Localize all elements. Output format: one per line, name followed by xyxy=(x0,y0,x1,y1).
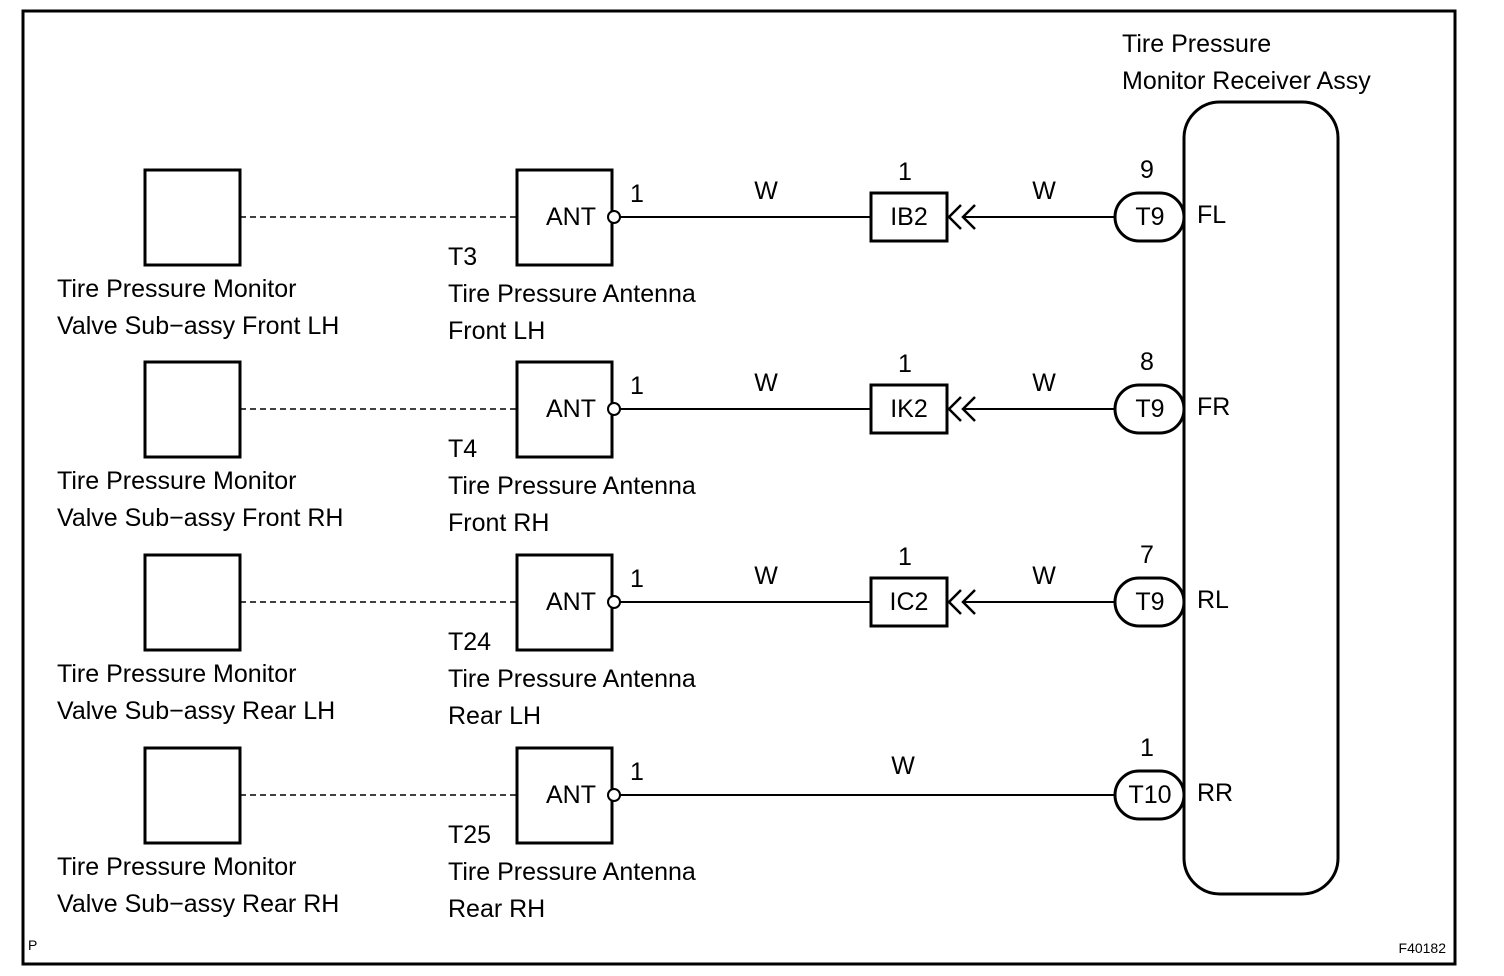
figure-code: F40182 xyxy=(1399,940,1447,956)
antenna-pin-number: 1 xyxy=(630,372,644,400)
valve-box xyxy=(143,360,242,459)
antenna-ant-label: ANT xyxy=(546,781,596,809)
antenna-name-line2: Front LH xyxy=(448,317,546,345)
antenna-ant-label: ANT xyxy=(546,395,596,423)
inline-connector-pin: 1 xyxy=(898,158,912,186)
valve-box xyxy=(143,746,242,845)
antenna-code: T25 xyxy=(448,821,492,849)
receiver-connector xyxy=(1113,576,1186,628)
receiver-pin-number: 7 xyxy=(1140,541,1154,569)
receiver-connector xyxy=(1113,769,1186,821)
valve-name-line1: Tire Pressure Monitor xyxy=(57,467,297,495)
antenna-name-line1: Tire Pressure Antenna xyxy=(448,665,696,693)
antenna-name-line1: Tire Pressure Antenna xyxy=(448,858,696,886)
receiver-title-line1: Tire Pressure xyxy=(1122,30,1272,58)
antenna-code: T4 xyxy=(448,435,478,463)
inline-connector-pin: 1 xyxy=(898,350,912,378)
valve-name-line2: Valve Sub−assy Front RH xyxy=(57,504,344,532)
connector-chevron xyxy=(947,204,962,230)
receiver-connector-code: T9 xyxy=(1135,203,1164,231)
wire-color-label: W xyxy=(1032,562,1056,590)
valve-name-line1: Tire Pressure Monitor xyxy=(57,660,297,688)
valve-name-line1: Tire Pressure Monitor xyxy=(57,275,297,303)
receiver-pin-number: 8 xyxy=(1140,348,1154,376)
connector-chevron xyxy=(947,396,962,422)
antenna-code: T3 xyxy=(448,243,478,271)
wire-color-label: W xyxy=(754,562,778,590)
receiver-pin-number: 1 xyxy=(1140,734,1154,762)
receiver-box xyxy=(1182,100,1340,896)
inline-connector-box xyxy=(869,383,949,435)
antenna-pin-number: 1 xyxy=(630,758,644,786)
antenna-pin-number: 1 xyxy=(630,180,644,208)
wire-color-label: W xyxy=(1032,369,1056,397)
wire-color-label: W xyxy=(754,177,778,205)
antenna-pin-terminal xyxy=(607,595,621,609)
antenna-name-line2: Rear LH xyxy=(448,702,542,730)
receiver-pin-number: 9 xyxy=(1140,156,1154,184)
connector-chevron xyxy=(947,589,962,615)
valve-name-line2: Valve Sub−assy Rear RH xyxy=(57,890,340,918)
receiver-terminal-name: RR xyxy=(1197,779,1233,807)
antenna-pin-number: 1 xyxy=(630,565,644,593)
inline-connector-code: IC2 xyxy=(890,588,929,616)
inline-connector-code: IB2 xyxy=(890,203,928,231)
receiver-connector-code: T10 xyxy=(1128,781,1171,809)
antenna-pin-terminal xyxy=(607,788,621,802)
antenna-ant-label: ANT xyxy=(546,588,596,616)
valve-box xyxy=(143,168,242,267)
valve-box xyxy=(143,553,242,652)
receiver-terminal-name: FL xyxy=(1197,201,1226,229)
receiver-terminal-name: RL xyxy=(1197,586,1229,614)
wire-color-label: W xyxy=(1032,177,1056,205)
receiver-title: Tire Pressure Monitor Receiver Assy xyxy=(1122,26,1371,100)
antenna-name-line1: Tire Pressure Antenna xyxy=(448,472,696,500)
wire-color-label: W xyxy=(891,752,915,780)
antenna-name-line2: Front RH xyxy=(448,509,550,537)
receiver-connector xyxy=(1113,383,1186,435)
antenna-ant-label: ANT xyxy=(546,203,596,231)
diagram-frame xyxy=(21,9,1457,966)
valve-name-line1: Tire Pressure Monitor xyxy=(57,853,297,881)
corner-label: P xyxy=(28,937,37,953)
receiver-title-line2: Monitor Receiver Assy xyxy=(1122,67,1371,95)
inline-connector-box xyxy=(869,576,949,628)
receiver-terminal-name: FR xyxy=(1197,393,1230,421)
inline-connector-box xyxy=(869,191,949,243)
antenna-name-line2: Rear RH xyxy=(448,895,546,923)
receiver-connector xyxy=(1113,191,1186,243)
antenna-name-line1: Tire Pressure Antenna xyxy=(448,280,696,308)
antenna-pin-terminal xyxy=(607,210,621,224)
receiver-connector-code: T9 xyxy=(1135,395,1164,423)
receiver-connector-code: T9 xyxy=(1135,588,1164,616)
wire-color-label: W xyxy=(754,369,778,397)
inline-connector-pin: 1 xyxy=(898,543,912,571)
inline-connector-code: IK2 xyxy=(890,395,928,423)
valve-name-line2: Valve Sub−assy Rear LH xyxy=(57,697,336,725)
antenna-code: T24 xyxy=(448,628,492,656)
antenna-pin-terminal xyxy=(607,402,621,416)
valve-name-line2: Valve Sub−assy Front LH xyxy=(57,312,340,340)
